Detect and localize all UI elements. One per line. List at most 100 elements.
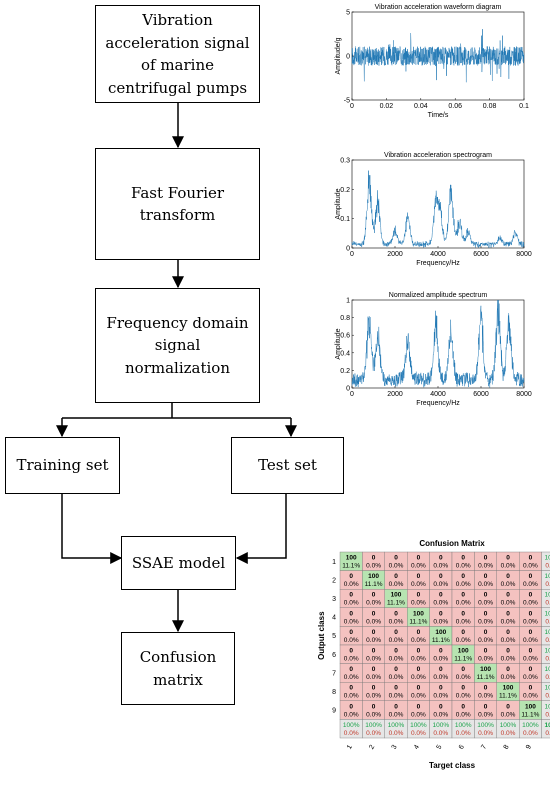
y-tick-label: 0 [346,386,350,393]
cm-col-label: 5 [435,744,443,751]
x-tick-label: 0 [350,103,354,110]
cm-percent: 0.0% [523,600,538,607]
cm-percent: 0.0% [433,656,448,663]
cm-row-label: 5 [332,633,336,640]
cm-row-summary [541,589,550,609]
y-axis-label: Amplitude [335,328,342,359]
cm-count: 0 [417,629,421,636]
cm-percent: 11.1% [432,637,450,644]
cm-count: 0 [461,573,465,580]
cm-percent: 11.1% [342,563,360,570]
cm-percent: 0.0% [478,563,493,570]
cm-count: 0 [417,703,421,710]
x-tick-label: 4000 [430,391,446,398]
cm-percent: 0.0% [523,674,538,681]
cm-percent: 0.0% [389,711,404,718]
cm-count: 100 [458,648,469,655]
cm-count: 100 [346,555,357,562]
cm-recall: 100% [410,722,427,729]
x-tick-label: 0.1 [519,103,529,110]
cm-count: 0 [506,592,510,599]
cm-count: 0 [461,629,465,636]
cm-row-label: 2 [332,577,336,584]
cm-percent: 0.0% [456,637,471,644]
y-tick-label: 0.1 [340,216,350,223]
cm-recall-error: 0.0% [433,730,448,737]
cm-recall-error: 0.0% [366,730,381,737]
cm-percent: 0.0% [344,600,359,607]
cm-percent: 0.0% [456,563,471,570]
cm-precision: 100% [544,648,550,655]
cm-precision-error: 0.0% [545,581,550,588]
cm-col-label: 7 [480,744,488,751]
cm-count: 0 [439,648,443,655]
cm-count: 0 [349,666,353,673]
cm-recall: 100% [432,722,449,729]
cm-recall-error: 0.0% [411,730,426,737]
cm-recall: 100% [388,722,405,729]
cm-percent: 0.0% [456,618,471,625]
cm-precision-error: 0.0% [545,711,550,718]
cm-row-summary [541,663,550,683]
cm-precision: 100% [544,703,550,710]
cm-count: 0 [461,592,465,599]
cm-count: 0 [529,648,533,655]
cm-col-summary [541,719,550,739]
cm-percent: 0.0% [411,581,426,588]
cm-percent: 0.0% [411,693,426,700]
cm-percent: 0.0% [478,711,493,718]
cm-percent: 0.0% [523,618,538,625]
y-tick-label: 0.3 [340,158,350,165]
y-tick-label: 0.4 [340,350,350,357]
cm-count: 0 [484,648,488,655]
cm-percent: 0.0% [344,711,359,718]
cm-precision-error: 0.0% [545,618,550,625]
cm-percent: 11.1% [454,656,472,663]
cm-count: 100 [503,685,514,692]
cm-percent: 0.0% [389,637,404,644]
plot-frame [351,159,525,249]
cm-recall-error: 0.0% [501,730,516,737]
cm-row-label: 8 [332,689,336,696]
cm-row-summary [541,607,550,627]
cm-recall: 100% [500,722,517,729]
cm-percent: 0.0% [433,711,448,718]
cm-percent: 0.0% [478,693,493,700]
y-tick-label: 5 [346,10,350,17]
cm-row-summary [541,682,550,702]
cm-percent: 0.0% [433,563,448,570]
cm-percent: 0.0% [456,674,471,681]
cm-recall-error: 0.0% [389,730,404,737]
cm-count: 0 [349,610,353,617]
cm-percent: 0.0% [366,693,381,700]
cm-col-label: 1 [346,744,354,751]
cm-percent: 11.1% [387,600,405,607]
cm-row-summary [541,551,550,571]
cm-percent: 0.0% [478,600,493,607]
cm-precision-error: 0.0% [545,600,550,607]
cm-count: 0 [349,685,353,692]
cm-count: 0 [484,629,488,636]
y-tick-label: 1 [346,298,350,305]
arrow-test-to-ssae [235,494,287,564]
cm-percent: 0.0% [501,581,516,588]
plot-frame [351,299,525,389]
cm-percent: 0.0% [433,581,448,588]
cm-percent: 0.0% [389,581,404,588]
cm-percent: 0.0% [344,618,359,625]
cm-percent: 0.0% [366,563,381,570]
y-tick-label: 0 [346,246,350,253]
cm-count: 0 [439,685,443,692]
cm-count: 100 [368,573,379,580]
cm-percent: 0.0% [523,563,538,570]
x-tick-label: 0.06 [448,103,462,110]
x-tick-label: 6000 [473,391,489,398]
node-normalization: Frequency domain signal normalization [95,288,260,403]
cm-percent: 0.0% [411,563,426,570]
cm-row-label: 6 [332,652,336,659]
x-tick-label: 0.08 [483,103,497,110]
node-confusion-matrix: Confusion matrix [121,632,235,705]
node-test-set: Test set [231,437,344,494]
